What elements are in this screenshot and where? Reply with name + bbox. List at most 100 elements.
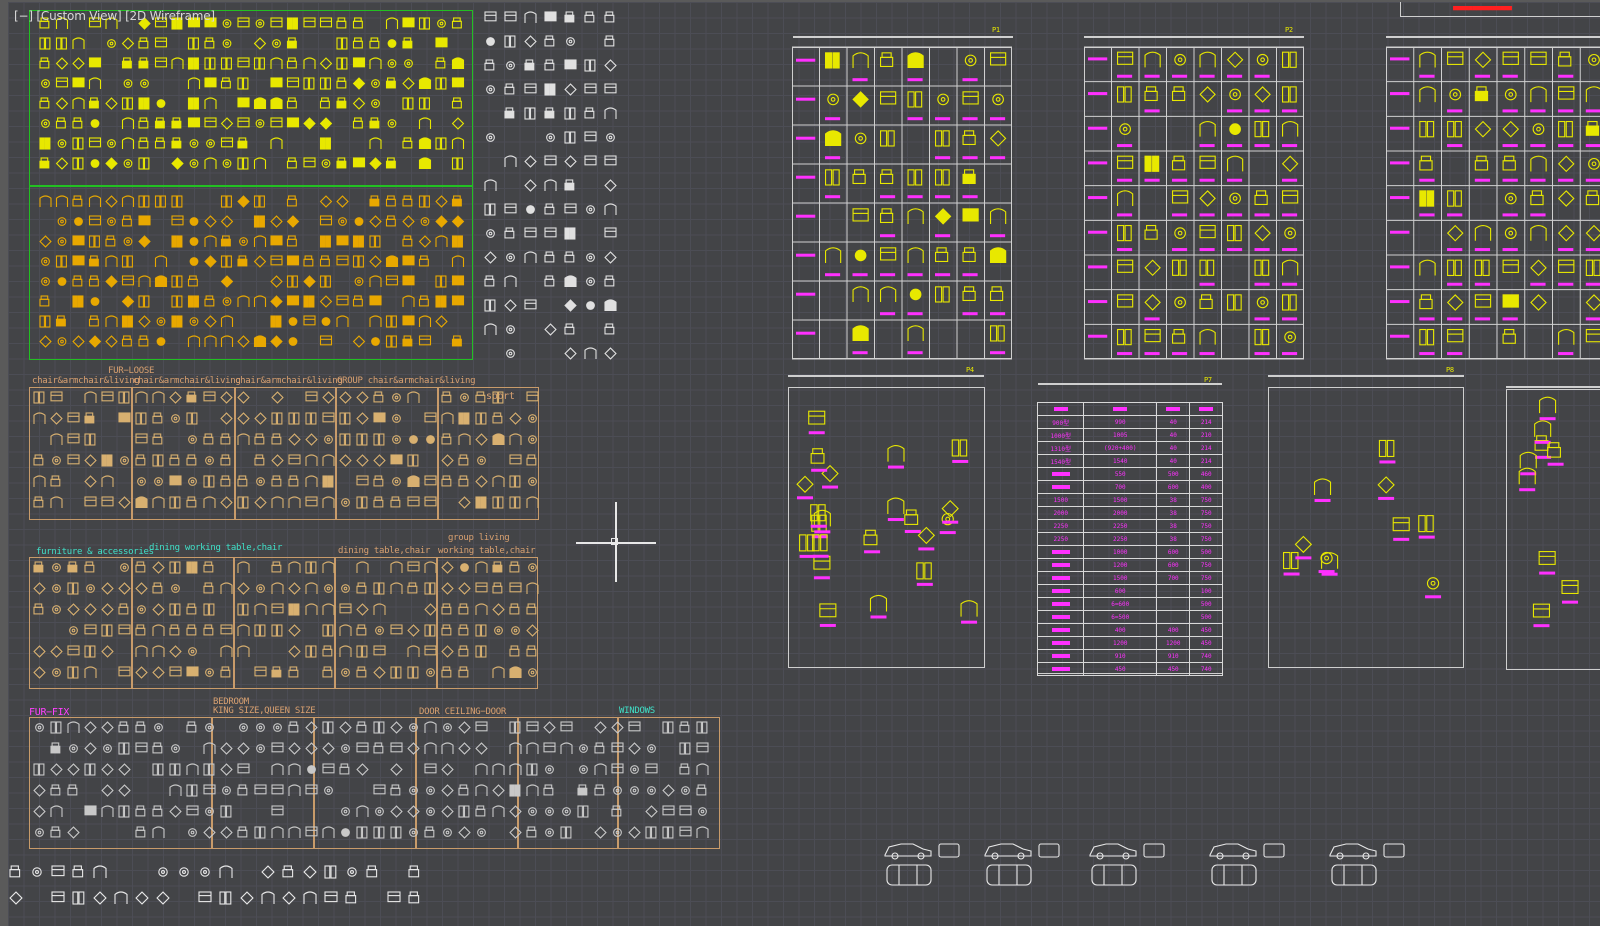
furniture-block-icon xyxy=(564,107,576,120)
furniture-block-icon xyxy=(273,723,282,732)
furniture-block-icon xyxy=(1116,328,1132,346)
furniture-block-icon xyxy=(1530,51,1547,65)
block-name-tag xyxy=(1419,317,1435,321)
furniture-block-icon xyxy=(220,57,232,70)
furniture-block-icon xyxy=(286,215,300,228)
block-name-tag xyxy=(1502,317,1518,321)
furniture-block-icon xyxy=(352,117,363,129)
furniture-block-icon xyxy=(494,626,503,635)
furniture-block-icon xyxy=(1199,51,1216,68)
furniture-block-icon xyxy=(1199,224,1216,239)
block-name-tag xyxy=(1117,248,1133,252)
furniture-block-icon xyxy=(369,117,380,129)
furniture-block-icon xyxy=(475,475,488,488)
furniture-block-icon xyxy=(271,826,284,838)
furniture-block-icon xyxy=(475,496,487,509)
furniture-block-icon xyxy=(560,721,573,732)
furniture-block-icon xyxy=(322,475,334,488)
table-cell: 1000型 xyxy=(1036,428,1085,442)
furniture-block-icon xyxy=(1254,328,1270,346)
block-name-tag xyxy=(1535,455,1552,459)
table-cell: 1005 xyxy=(1083,428,1158,442)
furniture-block-icon xyxy=(543,784,554,796)
furniture-block-icon xyxy=(84,561,95,573)
furniture-block-icon xyxy=(305,433,318,446)
furniture-block-icon xyxy=(907,208,924,224)
fur-fix-frame xyxy=(29,717,720,849)
table-cell xyxy=(1036,636,1085,650)
furniture-block-icon xyxy=(135,666,148,679)
furniture-block-icon xyxy=(101,391,114,402)
furniture-block-icon xyxy=(810,504,826,522)
furniture-block-icon xyxy=(189,159,199,168)
furniture-block-icon xyxy=(880,169,894,185)
furniture-block-icon xyxy=(336,255,349,266)
furniture-block-icon xyxy=(424,496,437,507)
furniture-block-icon xyxy=(303,255,314,267)
furniture-block-icon xyxy=(107,39,116,48)
block-name-tag xyxy=(1088,300,1108,304)
furniture-block-icon xyxy=(443,828,452,837)
furniture-block-icon xyxy=(52,456,61,465)
furniture-block-icon xyxy=(484,203,496,216)
furniture-block-icon xyxy=(135,433,148,444)
furniture-block-icon xyxy=(458,666,469,678)
table-cell: 500 xyxy=(1189,597,1223,611)
table-cell: 400 xyxy=(1156,623,1191,637)
furniture-block-icon xyxy=(387,891,401,903)
furniture-block-icon xyxy=(824,169,840,186)
furniture-block-icon xyxy=(118,721,129,733)
furniture-block-icon xyxy=(303,17,316,28)
furniture-block-icon xyxy=(67,763,80,776)
furniture-block-icon xyxy=(475,624,487,637)
furniture-block-icon xyxy=(84,742,97,755)
furniture-block-icon xyxy=(220,335,234,347)
furniture-block-icon xyxy=(135,624,146,636)
furniture-block-icon xyxy=(460,563,469,572)
viewport-label[interactable]: [−] [Custom View] [2D Wireframe] xyxy=(14,9,215,23)
furniture-block-icon xyxy=(256,584,265,593)
furniture-block-icon xyxy=(186,763,199,775)
furniture-block-icon xyxy=(696,742,709,753)
furniture-block-icon xyxy=(286,235,297,247)
furniture-block-icon xyxy=(441,412,454,424)
furniture-block-icon xyxy=(1419,120,1435,138)
block-name-tag xyxy=(880,234,896,238)
furniture-block-icon xyxy=(418,195,430,208)
furniture-block-icon xyxy=(186,784,198,797)
block-name-tag xyxy=(1172,352,1188,356)
furniture-block-icon xyxy=(962,169,976,185)
furniture-block-icon xyxy=(303,57,316,69)
furniture-block-icon xyxy=(204,17,217,28)
furniture-block-icon xyxy=(322,666,333,678)
furniture-block-icon xyxy=(256,744,265,753)
furniture-block-icon xyxy=(352,37,363,49)
furniture-block-icon xyxy=(458,624,469,636)
table-cell: 2250 xyxy=(1083,519,1158,533)
table-cell: 2000 xyxy=(1083,506,1158,520)
dining-working-header: dining working table,chair xyxy=(149,543,283,553)
furniture-block-icon xyxy=(492,433,505,445)
furniture-block-icon xyxy=(564,11,575,23)
furniture-block-icon xyxy=(270,97,283,109)
furniture-block-icon xyxy=(237,475,248,487)
table-cell xyxy=(1036,610,1085,624)
furniture-block-icon xyxy=(39,335,52,348)
furniture-block-icon xyxy=(435,57,446,69)
furniture-block-icon xyxy=(121,275,135,286)
door-title: DOOR CEILING−DOOR xyxy=(419,707,507,717)
furniture-block-icon xyxy=(271,475,282,487)
furniture-block-icon xyxy=(524,83,537,94)
furniture-block-icon xyxy=(152,496,165,508)
furniture-block-icon xyxy=(451,97,462,109)
furniture-block-icon xyxy=(186,721,197,733)
furniture-block-icon xyxy=(84,603,97,616)
furniture-block-icon xyxy=(1502,259,1519,273)
furniture-block-icon xyxy=(41,119,50,128)
furniture-block-icon xyxy=(118,391,130,404)
block-name-tag xyxy=(1088,334,1108,338)
bottom-white-symbols xyxy=(9,865,420,905)
furniture-block-icon xyxy=(90,159,100,168)
